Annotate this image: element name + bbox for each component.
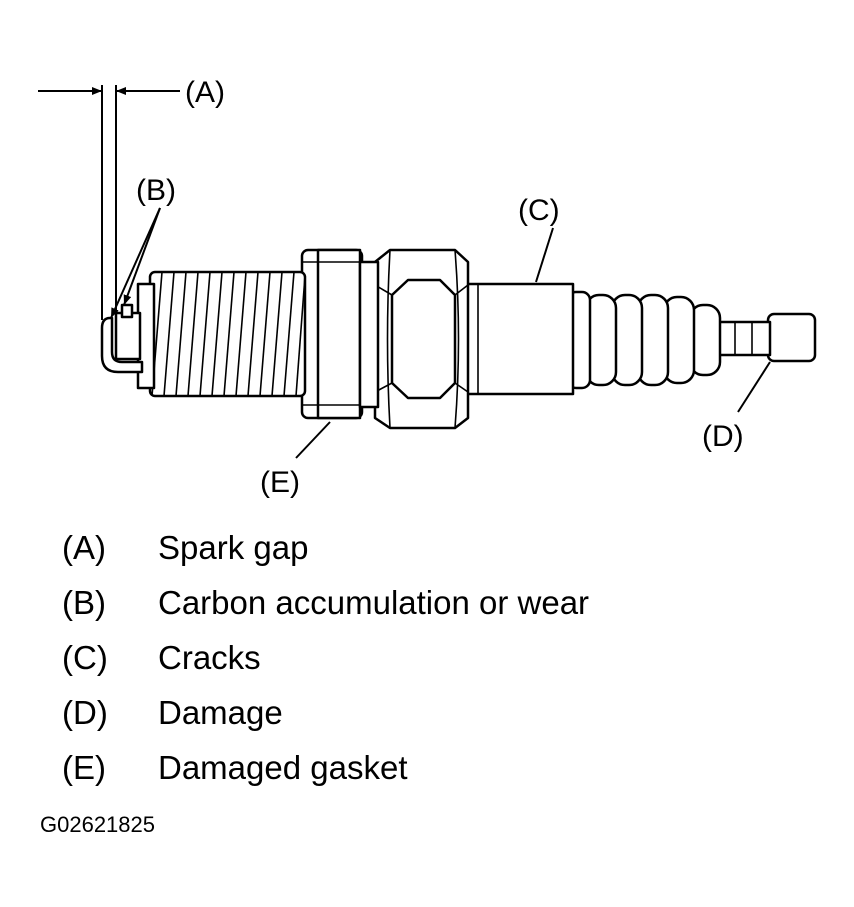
terminal-nut (716, 312, 817, 363)
callout-c: (C) (518, 194, 560, 227)
callout-e: (E) (260, 466, 300, 499)
legend-key: (A) (62, 529, 106, 566)
ground-electrode (100, 316, 144, 374)
center-electrode (114, 303, 142, 361)
legend-key: (C) (62, 639, 108, 676)
spark-plug-diagram: (A) (B) (C) (D) (E) (38, 76, 817, 499)
legend-text: Damage (158, 694, 283, 731)
legend-key: (D) (62, 694, 108, 731)
callout-d: (D) (702, 420, 744, 453)
legend-key: (E) (62, 749, 106, 786)
legend-item: (B) Carbon accumulation or wear (62, 580, 762, 626)
legend-item: (C) Cracks (62, 635, 762, 681)
legend-item: (E) Damaged gasket (62, 745, 762, 791)
legend-text: Damaged gasket (158, 749, 408, 786)
legend-key: (B) (62, 584, 106, 621)
legend-item: (A) Spark gap (62, 525, 762, 571)
insulator-ribs (566, 290, 722, 390)
leader-lines (110, 207, 771, 459)
legend-text: Carbon accumulation or wear (158, 584, 590, 621)
spark-gap-dimension (38, 85, 180, 320)
insulator-body (463, 282, 575, 396)
threaded-shell (136, 270, 307, 398)
hex-nut (373, 248, 470, 430)
legend-item: (D) Damage (62, 690, 762, 736)
figure-id: G02621825 (40, 812, 155, 837)
legend-text: Cracks (158, 639, 261, 676)
callout-b: (B) (136, 174, 176, 207)
legend-text: Spark gap (158, 529, 309, 566)
callout-a: (A) (185, 76, 225, 109)
gasket (300, 248, 380, 420)
